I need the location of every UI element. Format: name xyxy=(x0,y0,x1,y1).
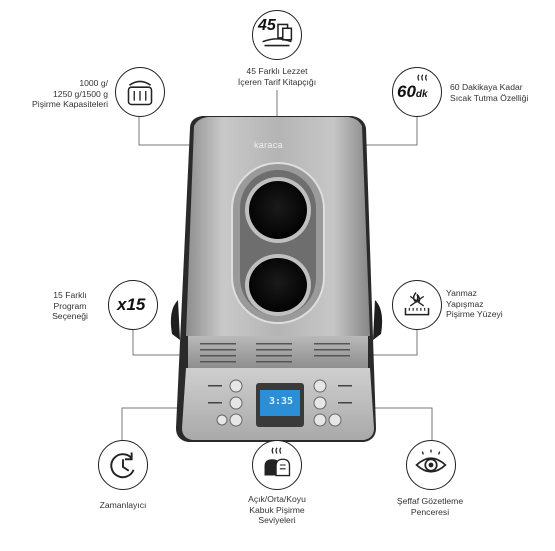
timer-caption: Zamanlayıcı xyxy=(99,500,147,510)
programs-caption: 15 Farklı Program Seçeneği xyxy=(52,290,88,321)
timer-icon xyxy=(98,440,148,490)
program-count-icon xyxy=(108,280,158,330)
recipe-book-icon xyxy=(252,10,302,60)
keep-warm-icon xyxy=(392,67,442,117)
programs-badge: x15 xyxy=(117,295,146,314)
brand-logo: karaca xyxy=(254,140,283,150)
recipes-badge: 45 xyxy=(258,17,276,34)
bread-pan-icon xyxy=(115,67,165,117)
keep-warm-caption: 60 Dakikaya Kadar Sıcak Tutma Özelliği xyxy=(450,82,529,103)
window-caption: Şeffaf Gözetleme Penceresi xyxy=(396,496,464,517)
display-readout: 3:35 xyxy=(268,396,294,407)
nonstick-caption: Yanmaz Yapışmaz Pişirme Yüzeyi xyxy=(446,288,503,319)
crust-level-icon xyxy=(252,440,302,490)
keep-warm-badge: 60dk xyxy=(397,82,428,101)
nonstick-pan-icon xyxy=(392,280,442,330)
crust-caption: Açık/Orta/Koyu Kabuk Pişirme Seviyeleri xyxy=(248,494,306,525)
recipes-caption: 45 Farklı Lezzet İçeren Tarif Kitapçığı xyxy=(237,66,317,87)
eye-icon xyxy=(406,440,456,490)
capacity-caption: 1000 g/ 1250 g/1500 g Pişirme Kapasitele… xyxy=(32,78,108,109)
